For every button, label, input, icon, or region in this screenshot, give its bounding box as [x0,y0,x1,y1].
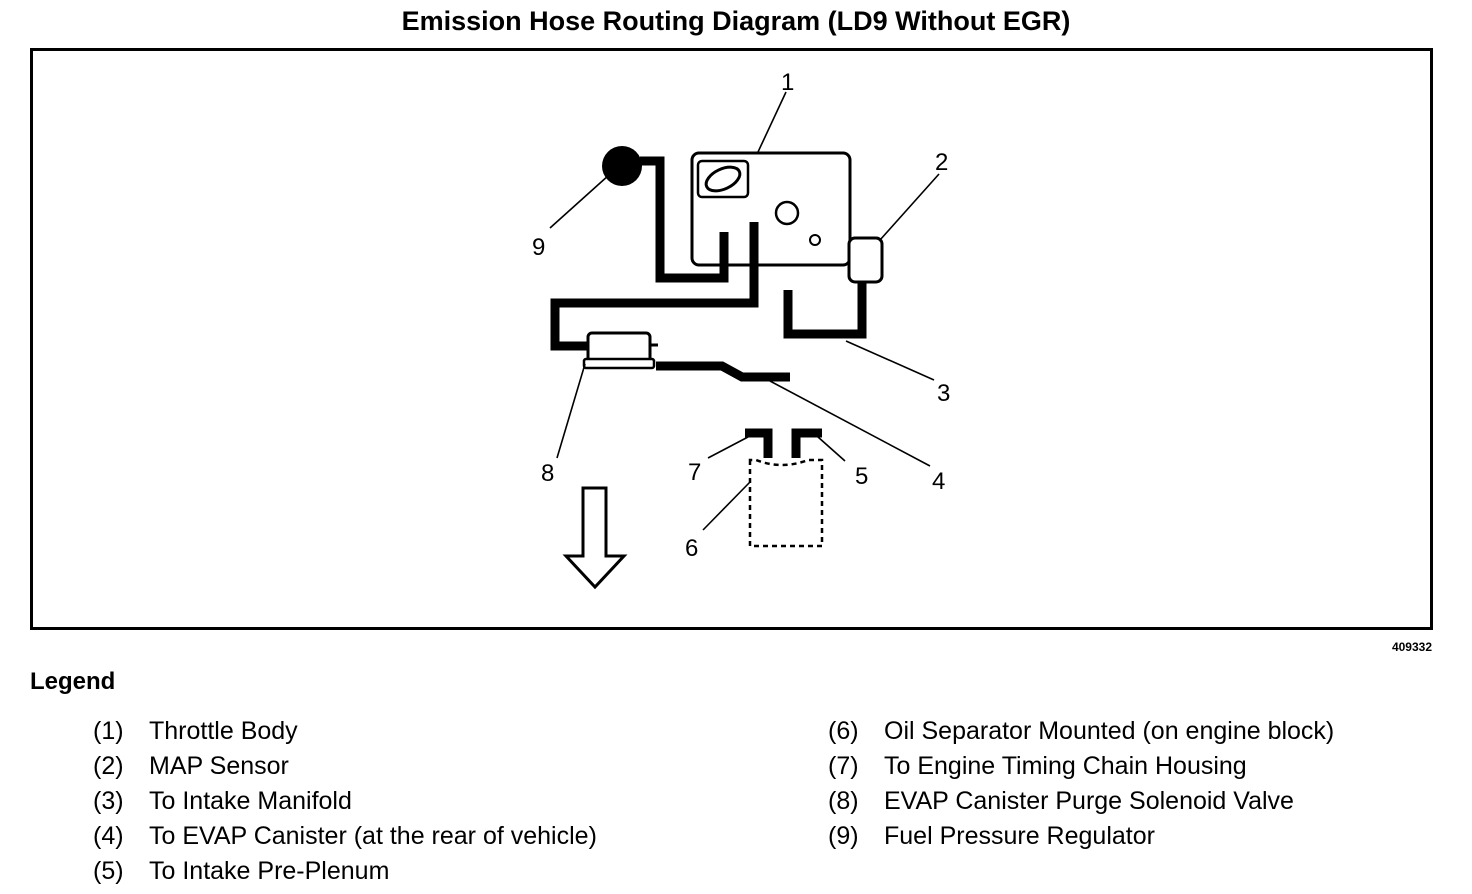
legend-item-number: (1) [93,717,124,745]
purge-valve-hose [550,222,759,351]
legend-item-number: (8) [828,787,859,815]
intake-pre-plenum-hose [791,428,822,458]
legend-item-number: (3) [93,787,124,815]
legend-column-right: (6) Oil Separator Mounted (on engine bloc… [828,717,1334,857]
map-sensor [847,236,884,284]
diagram-title: Emission Hose Routing Diagram (LD9 Witho… [401,6,1071,36]
legend-item-number: (9) [828,822,859,850]
throttle-body [690,151,852,267]
legend-item-label: Throttle Body [149,717,298,745]
legend-item: (6) Oil Separator Mounted (on engine bloc… [828,717,1334,752]
legend-item-number: (7) [828,752,859,780]
callout-9: 9 [532,234,545,261]
legend-item-number: (6) [828,717,859,745]
callout-6: 6 [685,535,698,562]
legend-item-number: (2) [93,752,124,780]
callout-2: 2 [935,149,948,176]
legend-item: (9) Fuel Pressure Regulator [828,822,1334,857]
figure-number: 409332 [1391,640,1432,654]
legend-item: (3) To Intake Manifold [93,787,597,822]
legend-item-label: EVAP Canister Purge Solenoid Valve [884,787,1294,815]
legend-column-left: (1) Throttle Body (2) MAP Sensor (3) To Int… [93,717,597,892]
legend-item: (7) To Engine Timing Chain Housing [828,752,1334,787]
legend-item-label: Oil Separator Mounted (on engine block) [884,717,1335,745]
intake-manifold-hose [783,282,867,339]
hoses [550,156,867,458]
legend-item-number: (5) [93,857,124,885]
leader-lines [549,91,940,531]
callout-4: 4 [932,468,945,495]
timing-chain-hose [745,428,773,458]
legend-item: (2) MAP Sensor [93,752,597,787]
legend-item-label: MAP Sensor [149,752,289,780]
legend-item-label: To Intake Pre-Plenum [149,857,390,885]
oil-separator [748,458,824,548]
legend-item-number: (4) [93,822,124,850]
callout-3: 3 [937,380,950,407]
fuel-regulator-hose [640,156,729,283]
legend-item-label: To EVAP Canister (at the rear of vehicle… [149,822,597,850]
legend-item-label: Fuel Pressure Regulator [884,822,1155,850]
legend-item: (5) To Intake Pre-Plenum [93,857,597,892]
legend-item: (8) EVAP Canister Purge Solenoid Valve [828,787,1334,822]
legend-title: Legend [30,668,116,695]
front-direction-arrow [562,486,628,590]
callout-5: 5 [855,463,868,490]
legend-item-label: To Intake Manifold [149,787,352,815]
diagram-frame [30,48,1433,630]
callout-8: 8 [541,460,554,487]
evap-purge-solenoid-valve [582,331,658,370]
callout-1: 1 [781,69,794,96]
legend-item-label: To Engine Timing Chain Housing [884,752,1247,780]
legend-item: (4) To EVAP Canister (at the rear of vehi… [93,822,597,857]
legend-item: (1) Throttle Body [93,717,597,752]
callout-7: 7 [688,459,701,486]
fuel-pressure-regulator [602,146,642,186]
evap-canister-hose [656,361,790,382]
